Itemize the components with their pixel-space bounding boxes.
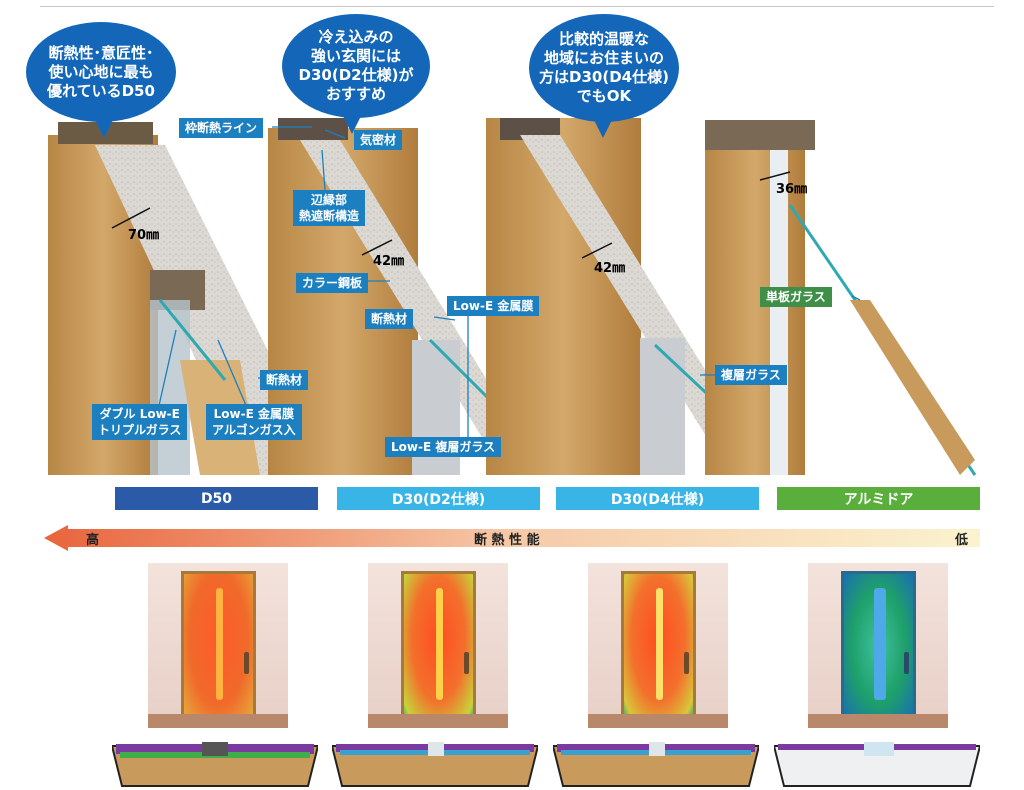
- thermal-section-d50: [112, 742, 318, 787]
- door-handle: [904, 652, 909, 674]
- d30-d2-dimension: 42㎜: [373, 254, 405, 269]
- category-alu: アルミドア: [777, 487, 980, 510]
- thermal-image-d50: [148, 563, 288, 728]
- thermal-door-alu: [841, 571, 916, 721]
- label-lowe-argon: Low-E 金属膜 アルゴンガス入: [206, 404, 302, 440]
- floor: [148, 714, 288, 728]
- floor: [808, 714, 948, 728]
- thermal-image-d30-d4: [588, 563, 728, 728]
- thermal-door-d50: [181, 571, 256, 721]
- label-color-steel: カラー鋼板: [296, 273, 369, 293]
- thermal-image-d30-d2: [368, 563, 508, 728]
- label-edge-structure: 辺縁部 熱遮断構造: [293, 190, 366, 226]
- scale-high-label: 高: [86, 533, 100, 548]
- d30-d2-bubble-text: 冷え込みの 強い玄関には D30(D2仕様)が おすすめ: [298, 28, 414, 103]
- d30-d4-bubble: 比較的温暖な 地域にお住まいの 方はD30(D4仕様) でもOK: [529, 14, 679, 138]
- d50-bubble-tail: [94, 118, 114, 138]
- door-handle: [464, 652, 469, 674]
- label-airtight: 気密材: [354, 130, 403, 150]
- thermal-door-d30-d2: [401, 571, 476, 721]
- d30-d4-bubble-text: 比較的温暖な 地域にお住まいの 方はD30(D4仕様) でもOK: [539, 30, 669, 105]
- door-section-illustration: [48, 118, 977, 476]
- insulation-scale-arrow: [44, 525, 980, 551]
- category-d30-d4: D30(D4仕様): [556, 487, 759, 510]
- label-lowe-double: Low-E 複層ガラス: [385, 437, 502, 457]
- alu-dimension: 36㎜: [776, 182, 808, 197]
- scale-title: 断 熱 性 能: [474, 533, 540, 548]
- label-double-glass: 複層ガラス: [715, 365, 787, 385]
- d50-dimension-arrow: [111, 207, 151, 229]
- d30-d4-bubble-tail: [593, 118, 613, 138]
- category-d30-d2: D30(D2仕様): [337, 487, 540, 510]
- d30-d4-dimension: 42㎜: [594, 261, 626, 276]
- door-glass-slit: [874, 588, 886, 700]
- label-lowe-film: Low-E 金属膜: [447, 296, 540, 316]
- thermal-section-d30-d4: [553, 742, 759, 787]
- scale-low-label: 低: [955, 533, 969, 548]
- label-insulation-2: 断熱材: [260, 370, 309, 390]
- d30-d2-bubble: 冷え込みの 強い玄関には D30(D2仕様)が おすすめ: [282, 14, 430, 134]
- d50-bubble-text: 断熱性･意匠性･ 使い心地に最も 優れているD50: [47, 43, 155, 100]
- d50-dimension: 70㎜: [128, 228, 160, 243]
- d50-bubble: 断熱性･意匠性･ 使い心地に最も 優れているD50: [26, 22, 176, 138]
- door-glass-slit: [216, 588, 223, 700]
- alu-section: [705, 120, 977, 476]
- label-double-lowe-triple: ダブル Low-E トリプルガラス: [92, 404, 188, 440]
- door-glass-slit: [656, 588, 663, 700]
- top-rule: [40, 6, 994, 7]
- thermal-image-alu: [808, 563, 948, 728]
- thermal-section-alu: [774, 742, 980, 787]
- category-d50: D50: [115, 487, 318, 510]
- floor: [368, 714, 508, 728]
- label-insulation: 断熱材: [365, 309, 414, 329]
- thermal-door-d30-d4: [621, 571, 696, 721]
- d30-d2-bubble-tail: [342, 114, 362, 134]
- label-single-glass: 単板ガラス: [760, 287, 832, 307]
- label-frame-insulation-line: 枠断熱ライン: [179, 118, 264, 138]
- door-handle: [244, 652, 249, 674]
- thermal-section-d30-d2: [332, 742, 538, 787]
- door-handle: [684, 652, 689, 674]
- floor: [588, 714, 728, 728]
- door-glass-slit: [436, 588, 443, 700]
